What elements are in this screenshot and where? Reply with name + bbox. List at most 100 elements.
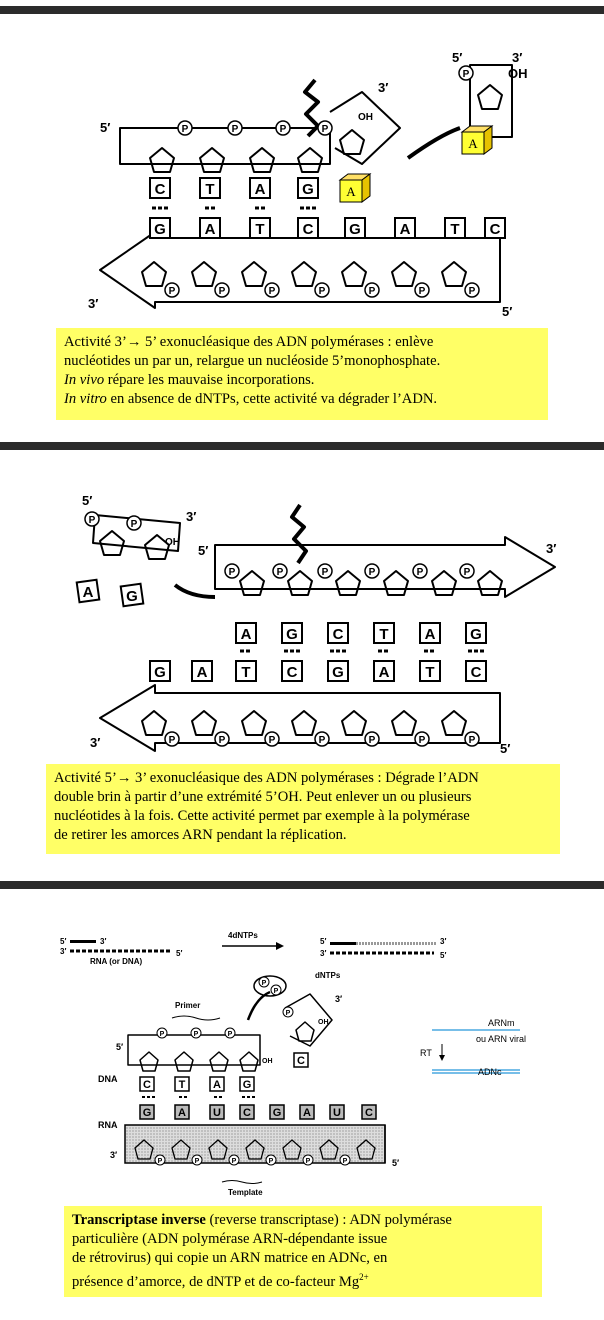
rna-base: G	[270, 1105, 284, 1119]
phosphate-group: P	[318, 121, 332, 135]
caption-line: Transcriptase inverse (reverse transcrip…	[72, 1211, 534, 1230]
phosphate-group: P	[271, 985, 281, 995]
svg-text:OH: OH	[358, 112, 373, 123]
phosphate-group: P	[303, 1155, 313, 1165]
separator-bar	[0, 442, 604, 450]
svg-text:ARNm: ARNm	[488, 1018, 515, 1028]
svg-text:P: P	[160, 1031, 165, 1038]
phosphate-group: P	[365, 283, 379, 297]
svg-text:5′: 5′	[198, 543, 208, 558]
top-base: C	[328, 623, 348, 643]
phosphate-group: P	[465, 732, 479, 746]
svg-text:A: A	[255, 181, 266, 198]
caption-reverse-transcriptase: Transcriptase inverse (reverse transcrip…	[64, 1206, 542, 1297]
rna-base: U	[330, 1105, 344, 1119]
caption-line: In vitro en absence de dNTPs, cette acti…	[64, 390, 540, 409]
rna-base: C	[362, 1105, 376, 1119]
bottom-base: T	[420, 661, 440, 681]
phosphate-group: P	[283, 1007, 293, 1017]
svg-text:P: P	[169, 286, 176, 297]
svg-text:A: A	[197, 664, 208, 681]
phosphate-group: P	[340, 1155, 350, 1165]
top-base: A	[236, 623, 256, 643]
svg-text:G: G	[302, 181, 314, 198]
svg-text:P: P	[277, 567, 284, 578]
top-base: T	[374, 623, 394, 643]
svg-text:A: A	[425, 626, 436, 643]
bottom-strand-arrow	[100, 685, 500, 751]
svg-text:A: A	[213, 1079, 221, 1091]
phosphate-group: P	[191, 1028, 201, 1038]
svg-text:DNA: DNA	[98, 1074, 118, 1084]
svg-text:5′: 5′	[452, 50, 462, 65]
caption-line: nucléotides à la fois. Cette activité pe…	[54, 807, 552, 826]
phosphate-group: P	[315, 283, 329, 297]
svg-text:G: G	[154, 221, 166, 238]
svg-text:T: T	[179, 1079, 186, 1091]
released-base: G	[121, 584, 144, 607]
adenine-cube: A	[340, 174, 370, 202]
release-arrow	[175, 585, 215, 597]
svg-text:C: C	[297, 1055, 305, 1067]
phosphate-group: P	[266, 1155, 276, 1165]
svg-text:5′: 5′	[60, 937, 66, 946]
bottom-base: G	[328, 661, 348, 681]
bottom-base: A	[200, 218, 220, 238]
svg-text:P: P	[269, 286, 276, 297]
caption-line: de rétrovirus) qui copie un ARN matrice …	[72, 1249, 534, 1268]
bottom-base: T	[236, 661, 256, 681]
svg-text:P: P	[286, 1010, 291, 1017]
svg-text:G: G	[243, 1079, 252, 1091]
svg-text:3′: 3′	[100, 937, 106, 946]
svg-text:G: G	[126, 588, 138, 605]
bottom-base: T	[445, 218, 465, 238]
bottom-base: A	[395, 218, 415, 238]
primer-base: C	[140, 1077, 154, 1091]
primer-base: A	[210, 1077, 224, 1091]
svg-text:4dNTPs: 4dNTPs	[228, 931, 258, 940]
phosphate-group: P	[225, 564, 239, 578]
svg-text:C: C	[333, 626, 344, 643]
caption-line: In vivo répare les mauvaise incorporatio…	[64, 371, 540, 390]
phosphate-group: P	[215, 732, 229, 746]
bottom-base: C	[298, 218, 318, 238]
svg-text:G: G	[286, 626, 298, 643]
phosphate-group: P	[178, 121, 192, 135]
phosphate-group: P	[225, 1028, 235, 1038]
separator-bar	[0, 881, 604, 889]
svg-text:5′: 5′	[176, 949, 182, 958]
svg-text:3′: 3′	[320, 949, 326, 958]
svg-text:3′: 3′	[60, 947, 66, 956]
svg-text:A: A	[83, 584, 94, 601]
phosphate-group: P	[365, 732, 379, 746]
svg-text:A: A	[303, 1107, 311, 1119]
svg-text:3′: 3′	[378, 80, 388, 95]
svg-text:ou ARN viral: ou ARN viral	[476, 1034, 526, 1044]
svg-text:G: G	[349, 221, 361, 238]
top-base: G	[298, 178, 318, 198]
svg-text:OH: OH	[165, 537, 180, 548]
svg-text:P: P	[229, 567, 236, 578]
phosphate-group: P	[155, 1155, 165, 1165]
phosphate-group: P	[157, 1028, 167, 1038]
primer-base: T	[175, 1077, 189, 1091]
phosphate-group: P	[259, 977, 269, 987]
svg-text:5′: 5′	[320, 937, 326, 946]
svg-text:P: P	[343, 1158, 348, 1165]
svg-text:P: P	[319, 735, 326, 746]
top-base: T	[200, 178, 220, 198]
svg-text:P: P	[369, 567, 376, 578]
sugar-ring	[150, 148, 174, 172]
rna-base: G	[140, 1105, 154, 1119]
svg-text:OH: OH	[262, 1058, 273, 1065]
svg-text:OH: OH	[508, 66, 528, 81]
phosphate-group: P	[276, 121, 290, 135]
svg-text:P: P	[306, 1158, 311, 1165]
phosphate-group: P	[165, 283, 179, 297]
svg-text:5′: 5′	[392, 1158, 399, 1168]
phosphate-group: P	[192, 1155, 202, 1165]
svg-text:P: P	[322, 124, 329, 135]
cleaved-nucleotide-arrow	[330, 92, 400, 164]
phosphate-group: P	[273, 564, 287, 578]
bottom-strand-arrow	[100, 232, 500, 308]
